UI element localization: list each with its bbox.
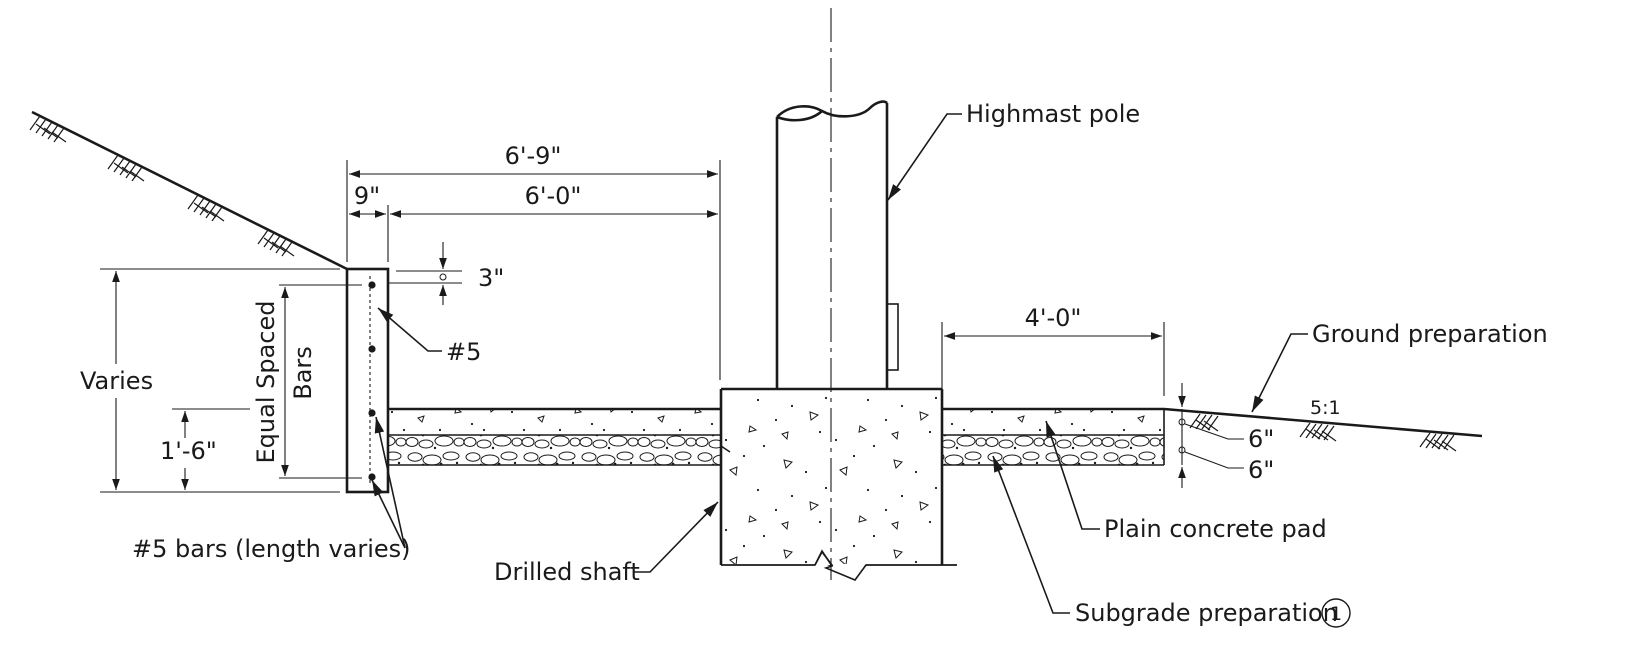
dim-wall-to-shaft: 6'-0" — [525, 182, 582, 210]
label-bar-callout: #5 — [446, 338, 481, 366]
rebar-dot — [368, 409, 376, 417]
left-pad-section — [388, 407, 721, 466]
label-varies: Varies — [80, 367, 153, 395]
highmast-pole — [775, 8, 899, 580]
label-highmast-pole: Highmast pole — [966, 100, 1140, 128]
dim-subgrade-thickness: 6" — [1248, 456, 1274, 484]
dimensions — [100, 160, 1244, 493]
label-bars-word: Bars — [289, 346, 317, 400]
label-plain-concrete-pad: Plain concrete pad — [1104, 515, 1327, 543]
rebar-dot — [368, 281, 376, 289]
dim-bottom-height: 1'-6" — [160, 437, 217, 465]
leaders — [371, 113, 1308, 614]
left-embankment — [29, 110, 348, 271]
dim-wall-thickness: 9" — [354, 182, 380, 210]
label-note-ref: 1 — [1330, 603, 1342, 625]
label-ground-preparation: Ground preparation — [1312, 320, 1548, 348]
rebar-dot — [368, 345, 376, 353]
label-bars-length: #5 bars (length varies) — [132, 535, 411, 563]
dim-overall-width: 6'-9" — [505, 142, 562, 170]
label-subgrade-preparation: Subgrade preparation — [1075, 599, 1338, 627]
note-circle — [1321, 598, 1351, 628]
label-slope-ratio: 5:1 — [1310, 397, 1341, 419]
drilled-shaft — [719, 387, 964, 586]
label-equal-spaced: Equal Spaced — [252, 301, 280, 464]
right-ground — [1163, 407, 1483, 452]
dim-cover: 3" — [478, 264, 504, 292]
retaining-wall — [345, 267, 390, 494]
rebar-dot — [368, 473, 376, 481]
dim-pad-width: 4'-0" — [1025, 304, 1082, 332]
right-pad-section — [942, 407, 1165, 466]
dim-pad-thickness: 6" — [1248, 425, 1274, 453]
label-drilled-shaft: Drilled shaft — [494, 558, 640, 586]
labels: Highmast pole Ground preparation 5:1 #5 … — [80, 100, 1548, 628]
